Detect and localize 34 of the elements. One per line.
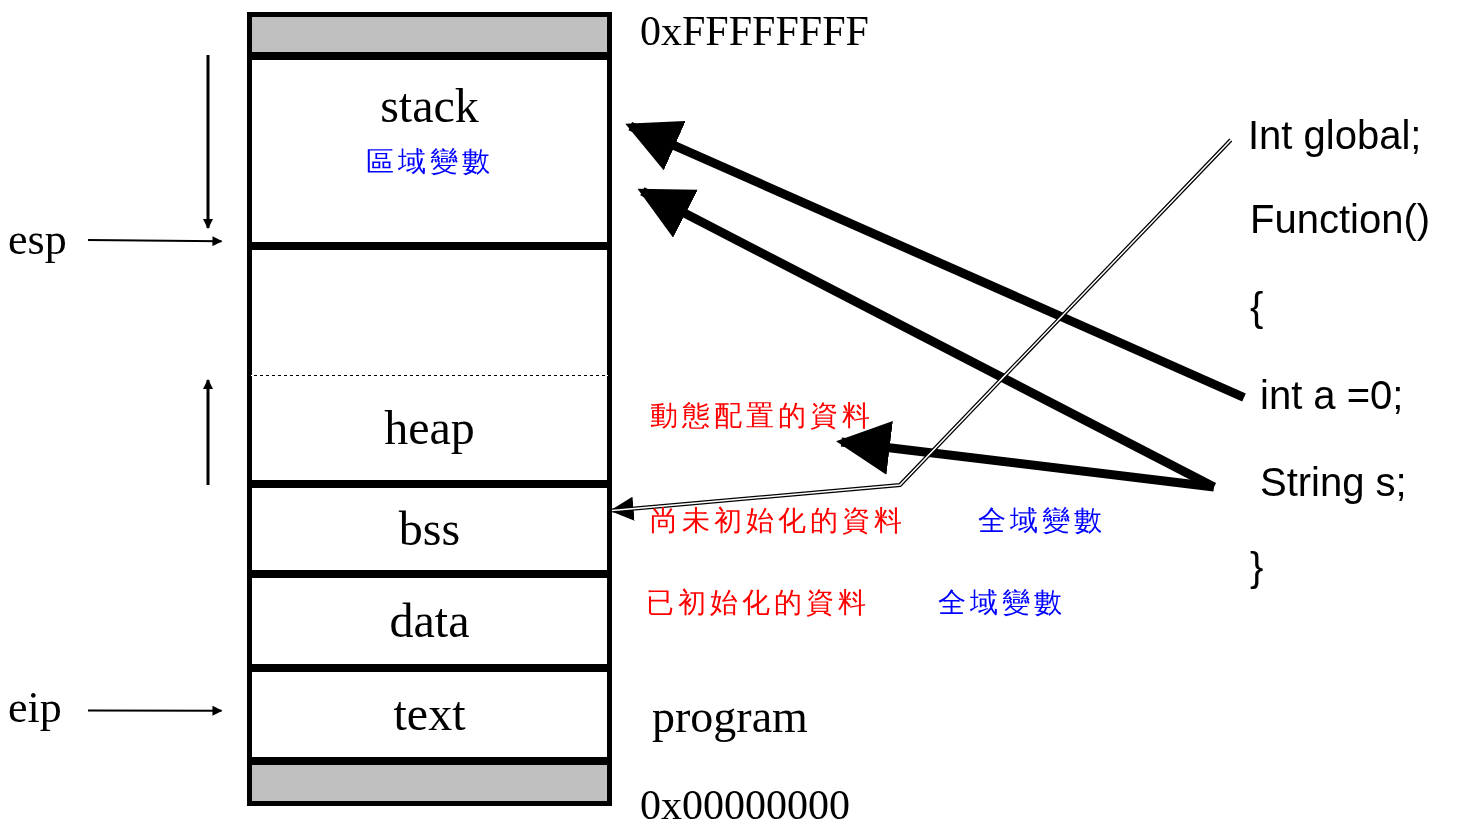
segment-note: program: [652, 692, 808, 743]
memory-segment: [247, 376, 612, 485]
register-label: eip: [8, 683, 62, 733]
code-text: Function(): [1250, 197, 1431, 241]
code-text: {: [1250, 285, 1264, 329]
segment-note: 動態配置的資料: [650, 400, 874, 432]
segment-note: 全域變數: [938, 588, 1066, 619]
memory-segment: [247, 483, 612, 575]
register-label: esp: [8, 215, 67, 265]
code-text: Int global;: [1248, 113, 1422, 157]
segment-note: 尚未初始化的資料: [650, 506, 906, 537]
memory-segment: [247, 55, 612, 247]
address-label: 0x00000000: [640, 782, 850, 823]
code-text: int a =0;: [1260, 373, 1404, 417]
segment-label: text: [393, 688, 466, 741]
address-label: 0xFFFFFFFF: [640, 8, 869, 55]
segment-label: heap: [384, 401, 475, 455]
arrow: [836, 421, 1215, 492]
memory-bar: [247, 760, 612, 806]
arrow: [87, 236, 223, 247]
arrow: [625, 121, 1246, 402]
code-text: }: [1250, 545, 1264, 589]
code-text: String s;: [1260, 460, 1407, 504]
segment-label: stack: [380, 80, 479, 133]
segment-note: 已初始化的資料: [646, 588, 870, 619]
memory-segment: [247, 245, 612, 378]
segment-note: 區域變數: [365, 146, 494, 178]
segment-label: data: [389, 594, 470, 648]
segment-note: 全域變數: [978, 506, 1106, 537]
segment-label: bss: [398, 502, 461, 556]
memory-bar: [247, 12, 612, 57]
memory-segment: [247, 667, 612, 762]
arrow: [87, 705, 223, 716]
memory-segment: [247, 573, 612, 669]
